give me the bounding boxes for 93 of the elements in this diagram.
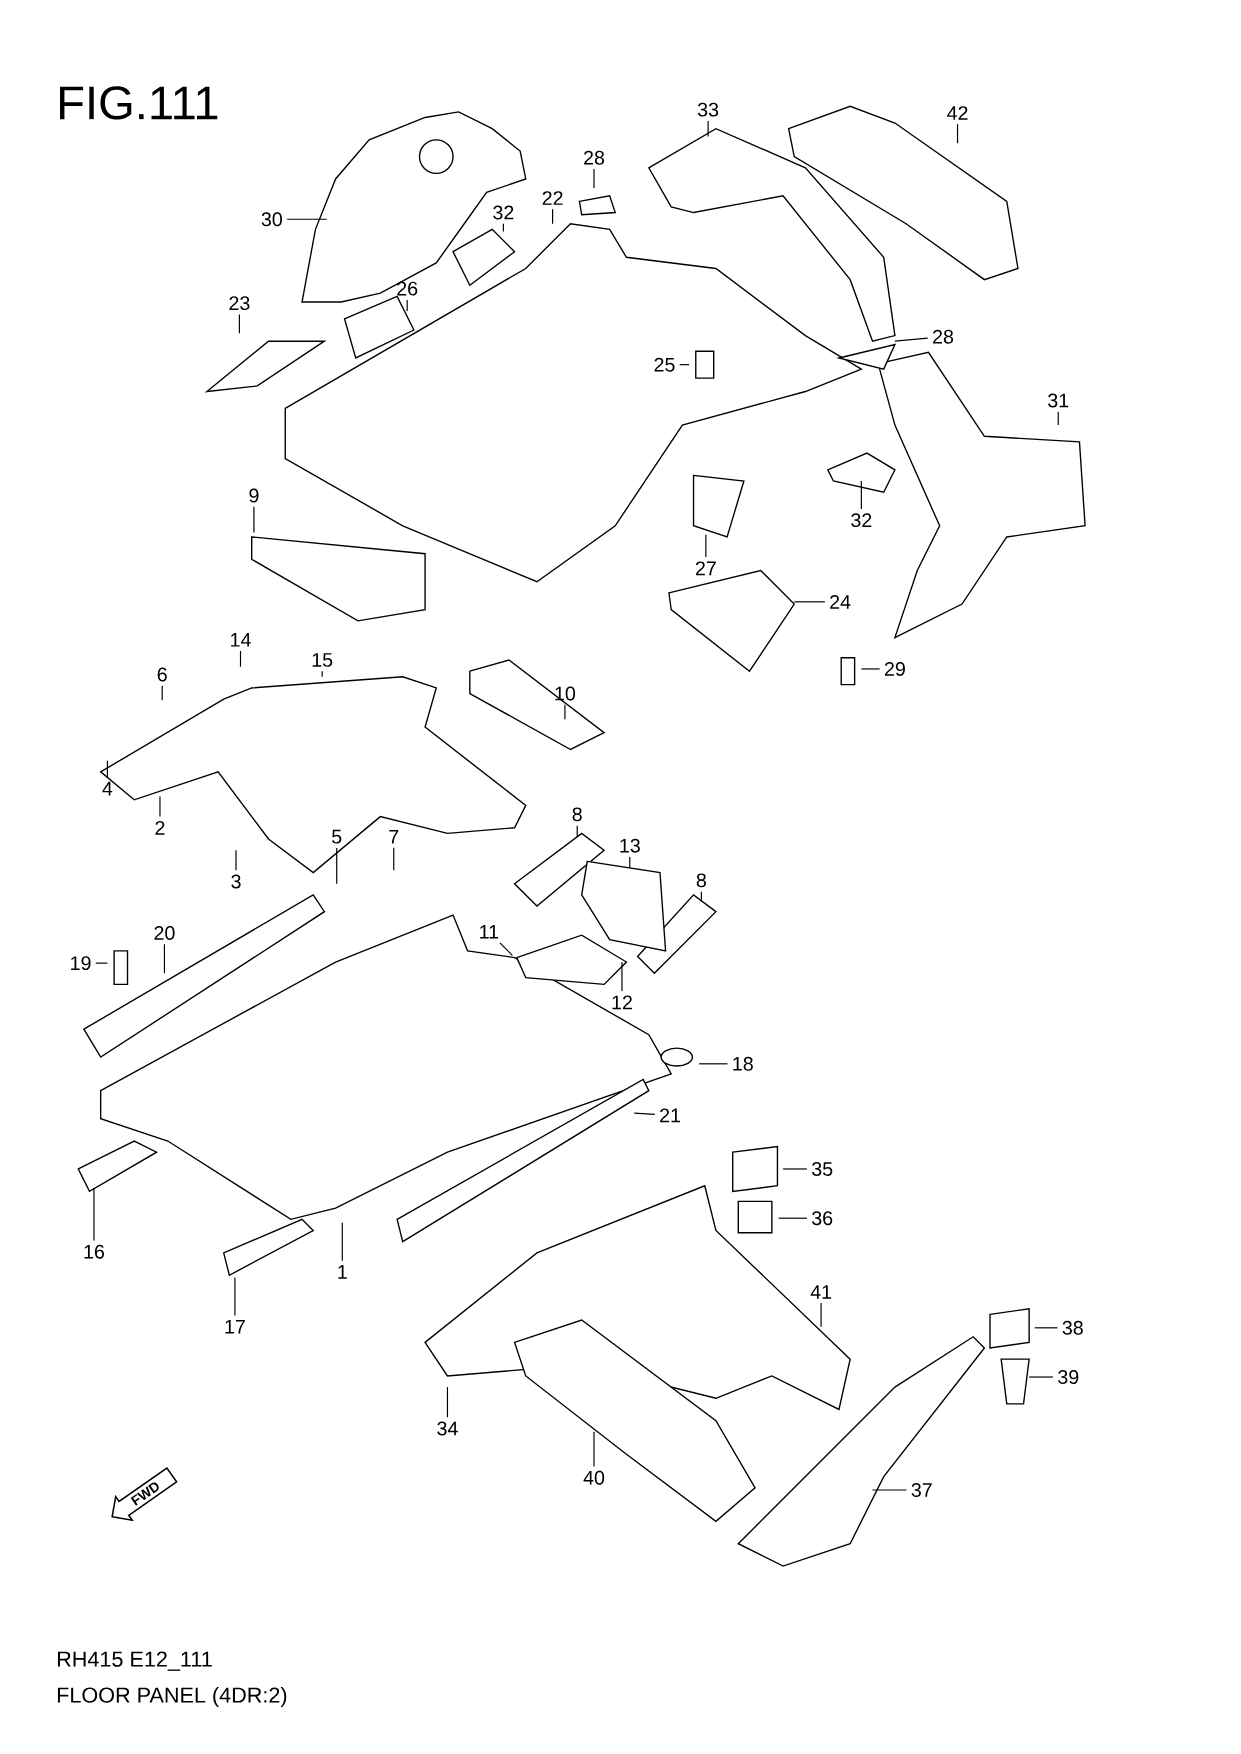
callout-number: 14 [231,633,252,647]
callout-number: 2 [155,820,165,835]
callout-number: 28 [584,150,605,165]
leader-line [576,825,578,838]
leader-line [705,534,707,558]
callout-number: 39 [1058,1370,1079,1384]
callout-number: 26 [397,281,418,296]
callout-number: 31 [1048,393,1069,408]
footer-text: RH415 E12_111 [58,1651,212,1671]
callout-number: 19 [71,956,91,971]
leader-line [253,506,255,534]
callout-number: 13 [620,838,641,853]
callout-number: 40 [583,1470,605,1485]
callout-number: 32 [493,205,514,220]
callout-number: 28 [933,329,954,344]
leader-line [393,847,395,871]
leader-line [406,299,408,312]
callout-number: 42 [947,106,968,120]
leader-line [234,1276,236,1317]
callout-number: 18 [733,1056,754,1071]
callout-number: 3 [231,874,241,889]
callout-number: 20 [154,926,175,940]
leader-line [499,942,514,956]
callout-number: 8 [697,873,707,888]
leader-line [894,337,929,342]
leader-line [629,856,631,869]
leader-line [341,1222,344,1262]
callout-number: 34 [437,1421,459,1436]
leader-line [861,480,863,510]
callout-number: 1 [338,1265,348,1279]
callout-number: 9 [249,488,259,503]
leader-line [93,1187,95,1242]
callout-number: 27 [696,561,717,576]
callout-number: 24 [830,594,851,609]
leader-line [164,943,166,974]
callout-number: 32 [851,513,872,528]
footer-text: FLOOR PANEL (4DR:2) [58,1686,287,1708]
callout-number: 6 [157,667,168,682]
leader-line [793,601,826,603]
callout-number: 22 [542,191,563,205]
leader-line [782,1168,808,1170]
leader-line [552,208,554,225]
callout-number: 37 [911,1483,932,1497]
figure-title: FIG.111 [60,86,218,120]
leader-line [286,218,328,220]
callout-number: 29 [885,662,906,676]
callout-number: 11 [480,925,499,939]
leader-line [872,1489,908,1491]
callout-number: 10 [555,686,576,701]
callout-number: 36 [812,1211,833,1226]
callout-number: 16 [84,1244,105,1259]
leader-line [707,120,709,138]
leader-line [621,961,623,992]
leader-line [957,123,959,144]
callout-number: 4 [102,781,113,796]
leader-line [235,849,237,871]
callout-number: 38 [1062,1320,1084,1335]
leader-line [1034,1327,1059,1329]
leader-line [564,704,566,720]
leader-line [1057,411,1060,426]
callout-number: 33 [698,102,719,117]
callout-number: 17 [225,1319,246,1334]
leader-line [778,1217,808,1219]
leader-line [1028,1376,1054,1378]
leader-line [503,223,505,233]
leader-line [679,364,690,366]
leader-line [820,1302,822,1328]
leader-line [698,1063,729,1065]
leader-line [593,1431,595,1467]
callout-number: 25 [654,357,675,372]
leader-line [159,795,161,818]
leader-line [861,668,881,670]
leader-line [95,962,109,964]
leader-line [336,847,338,885]
callout-number: 35 [812,1162,833,1176]
leader-line [321,670,323,678]
leader-line [161,685,163,701]
callout-number: 8 [572,807,583,822]
callout-number: 5 [332,829,342,844]
callout-number: 41 [810,1285,832,1299]
callout-number: 21 [660,1108,681,1123]
callout-number: 23 [229,296,250,311]
leader-line [447,1386,449,1418]
callout-number: 30 [261,212,283,227]
callout-number: 15 [312,653,333,667]
callout-number: 12 [612,995,633,1010]
callout-number: 7 [389,829,399,844]
leader-line [107,760,109,779]
leader-line [239,313,241,334]
leader-line [240,650,242,668]
leader-line [593,168,595,189]
leader-line [701,891,703,903]
leader-line [633,1112,656,1115]
